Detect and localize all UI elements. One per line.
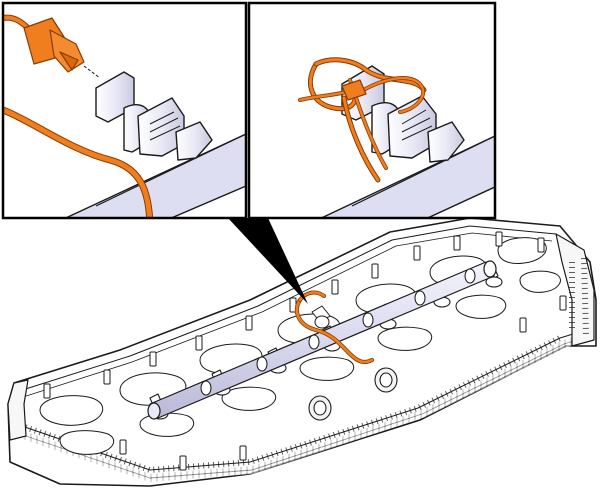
detail-inset-disconnect [1, 1, 248, 220]
head-right-end [555, 233, 595, 347]
callout-pointer [228, 218, 308, 304]
valve-pockets [39, 237, 561, 455]
engine-harness [294, 290, 375, 365]
cable-tie-head [341, 79, 367, 101]
fuel-rail [147, 260, 497, 420]
cylinder-head [7, 217, 597, 487]
head-left-end [7, 379, 29, 441]
rail-pressure-sensor-small [311, 305, 331, 329]
connection-guide-line [83, 65, 101, 79]
pressure-sensor [95, 71, 213, 161]
head-bolts [43, 231, 567, 471]
front-fittings [308, 367, 398, 421]
harness-connector [3, 14, 85, 73]
head-rim-top [15, 225, 557, 393]
detail-inset-cable-tie [247, 1, 497, 220]
